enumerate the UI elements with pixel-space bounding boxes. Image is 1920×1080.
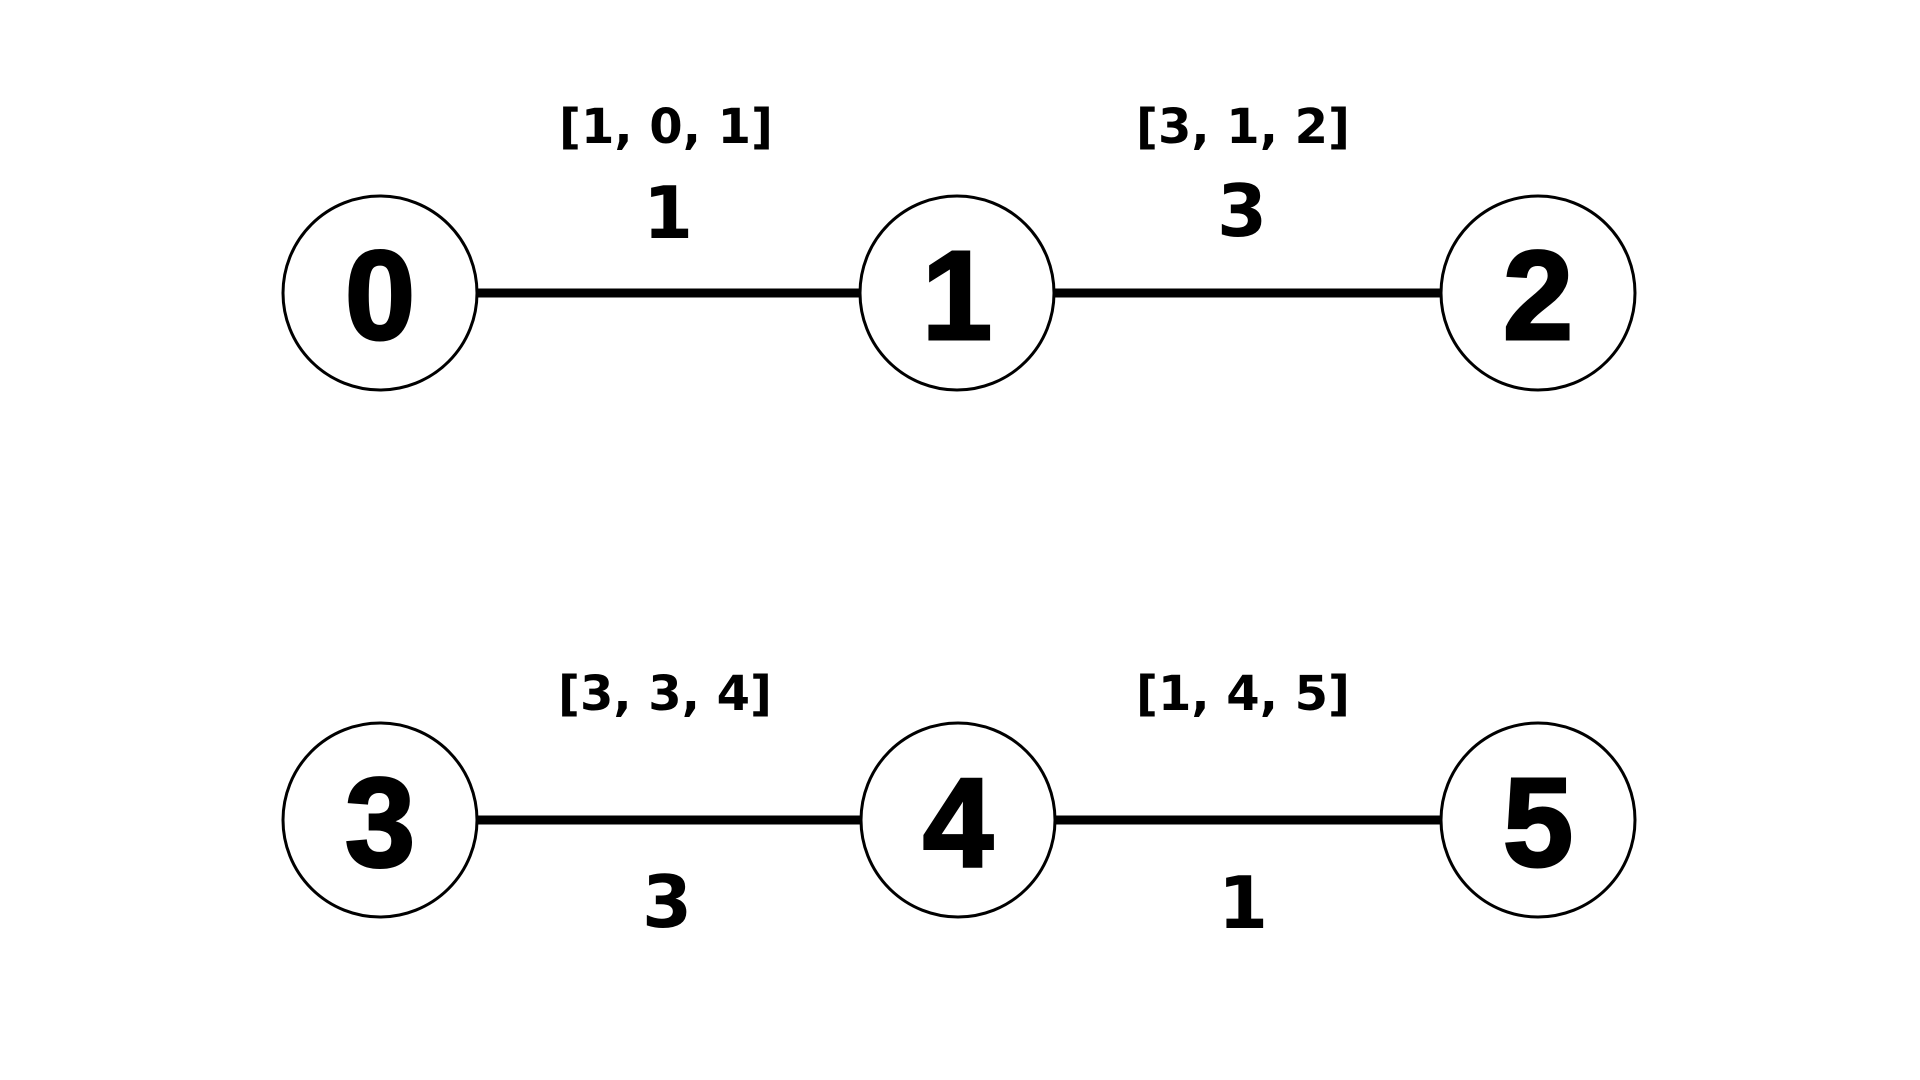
edge-triplet-3-4: [3, 3, 4] (558, 666, 772, 722)
node-circle-4 (859, 721, 1057, 919)
edge-weight-0-1: 1 (643, 171, 693, 255)
edge-triplet-0-1: [1, 0, 1] (559, 99, 773, 155)
node-circle-3 (281, 721, 479, 919)
node-label-3: 3 (345, 752, 415, 893)
edge-weight-4-5: 1 (1218, 861, 1268, 945)
node-circle-2 (1439, 194, 1637, 392)
node-label-1: 1 (922, 225, 992, 366)
node-circle-1 (858, 194, 1056, 392)
node-label-5: 5 (1503, 752, 1573, 893)
node-circle-5 (1439, 721, 1637, 919)
edge-weight-3-4: 3 (642, 860, 692, 944)
node-label-2: 2 (1503, 225, 1573, 366)
edge-triplet-1-2: [3, 1, 2] (1136, 99, 1350, 155)
edge-weight-1-2: 3 (1217, 169, 1267, 253)
node-circle-0 (281, 194, 479, 392)
node-label-4: 4 (923, 752, 993, 893)
node-label-0: 0 (345, 225, 415, 366)
edge-triplet-4-5: [1, 4, 5] (1136, 666, 1350, 722)
